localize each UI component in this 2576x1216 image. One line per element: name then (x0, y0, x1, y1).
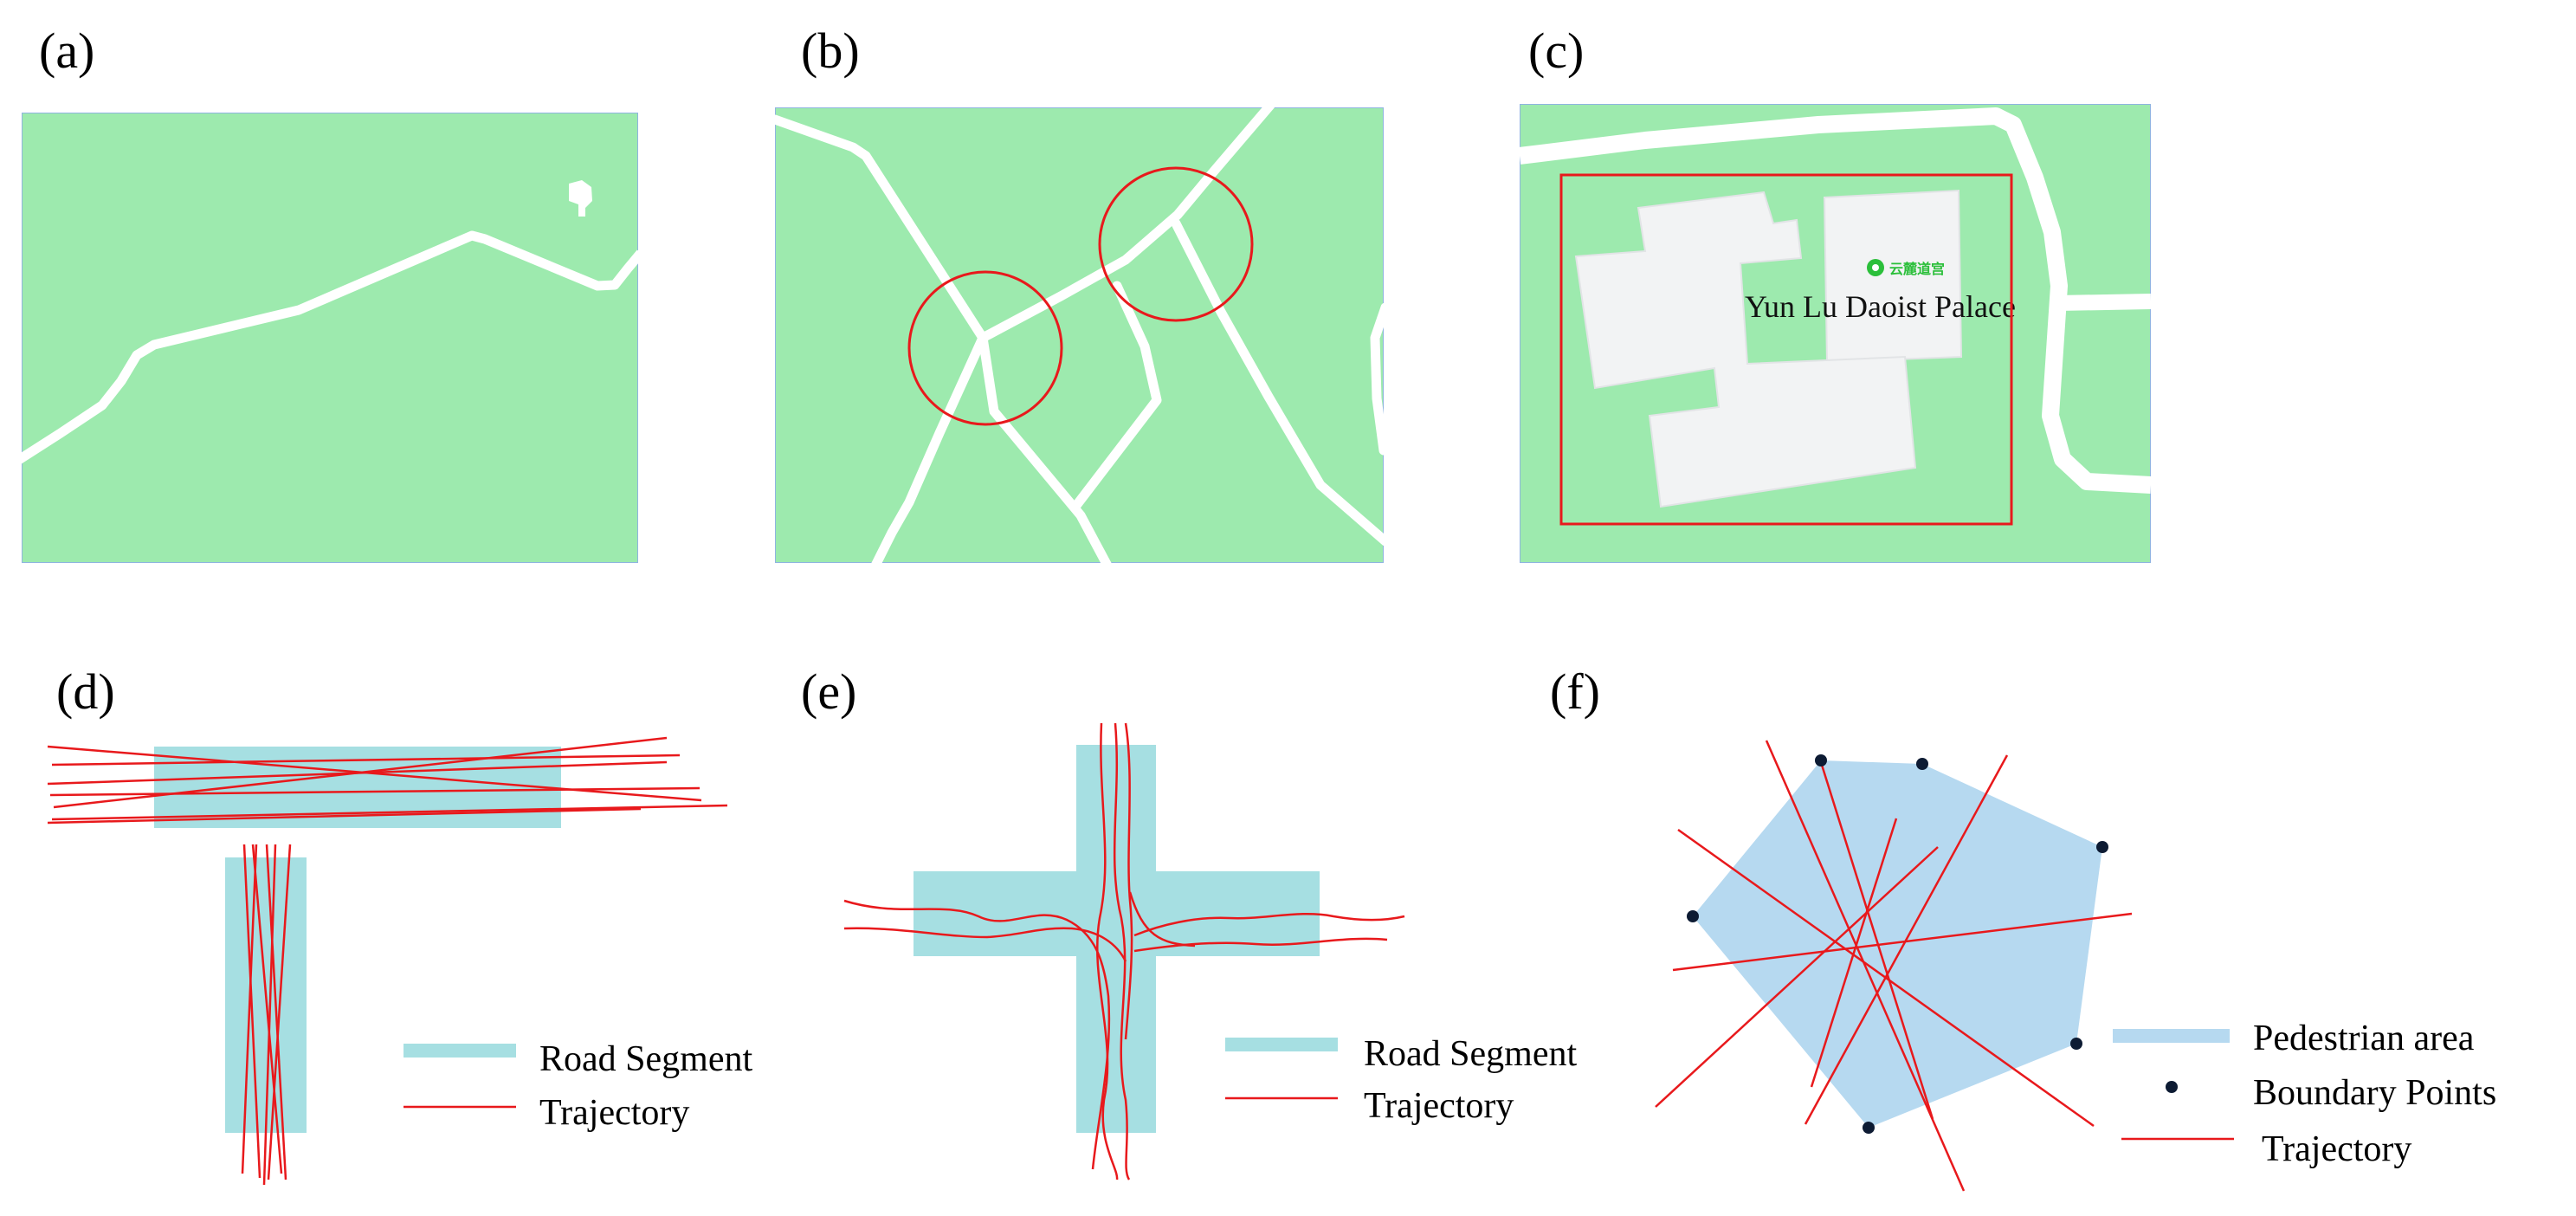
boundary-point (1916, 758, 1928, 770)
legend-f-area-label: Pedestrian area (2253, 1019, 2475, 1058)
map-c-place-label-cn: 云麓道宫 (1889, 261, 1945, 277)
map-a-background (22, 113, 638, 563)
map-b-intersection-circle-2 (1098, 166, 1254, 322)
map-b-intersection-circle-1 (907, 270, 1063, 426)
legend-e-road-label: Road Segment (1364, 1034, 1577, 1074)
map-c-highlight-box (1559, 173, 2013, 526)
map-b-road-edge (1370, 302, 1384, 456)
map-b-road-south-west (871, 333, 988, 563)
legend-f-point-swatch (2166, 1081, 2178, 1093)
trajectories-vertical (241, 844, 292, 1186)
trajectories-horizontal (47, 736, 728, 825)
panel-d: (d) Road Segment Trajectory (47, 663, 752, 1186)
map-b (775, 107, 1384, 563)
map-c-road-east (2056, 294, 2151, 311)
map-c-poi-icon-inner (1872, 264, 1879, 271)
map-b-background (775, 107, 1384, 563)
panel-d-tag: (d) (56, 663, 115, 720)
boundary-points (1687, 754, 2108, 1134)
boundary-point (2070, 1038, 2082, 1050)
legend-f-trajectory-label: Trajectory (2262, 1129, 2411, 1169)
panel-c-tag: (c) (1528, 23, 1584, 79)
legend-d-road-label: Road Segment (539, 1039, 752, 1079)
legend-e: Road Segment Trajectory (1225, 1034, 1577, 1126)
legend-e-trajectory-label: Trajectory (1364, 1086, 1514, 1126)
road-segment-cross (914, 745, 1320, 1133)
map-b-road-east (1171, 218, 1384, 547)
panel-c: (c) 云麓道宫 Yun Lu Daoist Palace (1520, 23, 2151, 563)
map-c-place-label: Yun Lu Daoist Palace (1745, 289, 2016, 324)
legend-f: Pedestrian area Boundary Points Trajecto… (2113, 1019, 2496, 1169)
boundary-point (1863, 1122, 1875, 1134)
map-a (22, 113, 638, 563)
map-b-road-north-west (775, 114, 988, 343)
map-b-road-branch (1070, 281, 1162, 512)
map-c-building (1574, 189, 1963, 508)
trajectories-cross (843, 722, 1405, 1180)
legend-f-point-label: Boundary Points (2253, 1073, 2496, 1113)
boundary-point (2096, 841, 2108, 853)
map-c: 云麓道宫 Yun Lu Daoist Palace (1520, 104, 2151, 563)
legend-d-trajectory-label: Trajectory (539, 1093, 689, 1133)
legend-e-road-swatch (1225, 1038, 1338, 1051)
trajectories-f (1655, 740, 2133, 1192)
pedestrian-area (1693, 760, 2102, 1128)
panel-a-tag: (a) (39, 23, 94, 79)
legend-f-area-swatch (2113, 1029, 2230, 1043)
boundary-point (1687, 910, 1699, 922)
panel-b-tag: (b) (801, 23, 860, 79)
panel-a: (a) (22, 23, 638, 563)
panel-b: (b) (775, 23, 1384, 563)
map-a-building (569, 180, 592, 217)
panel-e: (e) Road Segment Trajectory (801, 663, 1577, 1180)
panel-e-tag: (e) (801, 663, 856, 720)
legend-d-road-swatch (404, 1044, 516, 1058)
map-c-road-north (1520, 107, 2151, 494)
panel-f-tag: (f) (1550, 663, 1600, 720)
panel-f: (f) Pedestrian area Boundary Points Traj (1550, 663, 2496, 1192)
boundary-point (1815, 754, 1827, 766)
map-a-road (22, 230, 638, 464)
legend-d: Road Segment Trajectory (404, 1039, 752, 1133)
map-b-road-south (978, 333, 1112, 563)
